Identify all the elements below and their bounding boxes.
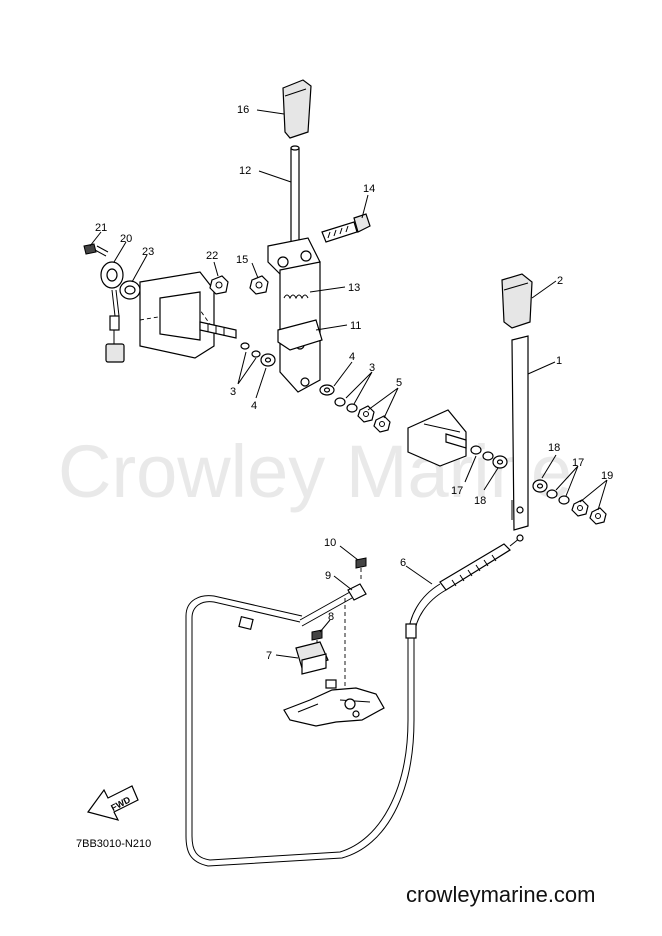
callout-3-right: 3 bbox=[369, 362, 375, 374]
callout-4-left: 4 bbox=[251, 400, 257, 412]
callout-4-right: 4 bbox=[349, 351, 355, 363]
control-cables bbox=[185, 534, 524, 867]
throttle-lever-assembly bbox=[407, 273, 607, 531]
diagram-code: 7BB3010-N210 bbox=[76, 838, 151, 850]
callout-2: 2 bbox=[557, 275, 563, 287]
callout-12: 12 bbox=[239, 165, 251, 177]
callout-17-right: 17 bbox=[572, 457, 584, 469]
callout-9: 9 bbox=[325, 570, 331, 582]
callout-1: 1 bbox=[556, 355, 562, 367]
callout-23: 23 bbox=[142, 246, 154, 258]
callout-15: 15 bbox=[236, 254, 248, 266]
callout-20: 20 bbox=[120, 233, 132, 245]
callout-14: 14 bbox=[363, 183, 375, 195]
callout-22: 22 bbox=[206, 250, 218, 262]
callout-5: 5 bbox=[396, 377, 402, 389]
callout-8: 8 bbox=[328, 611, 334, 623]
callout-labels: 16 12 14 15 13 11 4 3 5 3 4 21 20 23 22 … bbox=[95, 104, 613, 662]
callout-6: 6 bbox=[400, 557, 406, 569]
callout-13: 13 bbox=[348, 282, 360, 294]
callout-11: 11 bbox=[350, 320, 361, 332]
callout-18-center: 18 bbox=[474, 495, 486, 507]
cable-bracket-assembly bbox=[283, 598, 385, 727]
callout-3-left: 3 bbox=[230, 386, 236, 398]
fwd-arrow-icon: FWD bbox=[87, 785, 139, 821]
callout-19: 19 bbox=[601, 470, 613, 482]
callout-10: 10 bbox=[324, 537, 336, 549]
callout-7: 7 bbox=[266, 650, 272, 662]
callout-17-center: 17 bbox=[451, 485, 463, 497]
shift-lever-assembly bbox=[240, 79, 391, 433]
neutral-switch-assembly bbox=[83, 243, 237, 363]
callout-16: 16 bbox=[237, 104, 249, 116]
site-url[interactable]: crowleymarine.com bbox=[406, 882, 596, 907]
leader-lines bbox=[89, 109, 608, 659]
watermark: Crowley Marine bbox=[58, 430, 572, 513]
callout-18-right: 18 bbox=[548, 442, 560, 454]
callout-21: 21 bbox=[95, 222, 107, 234]
